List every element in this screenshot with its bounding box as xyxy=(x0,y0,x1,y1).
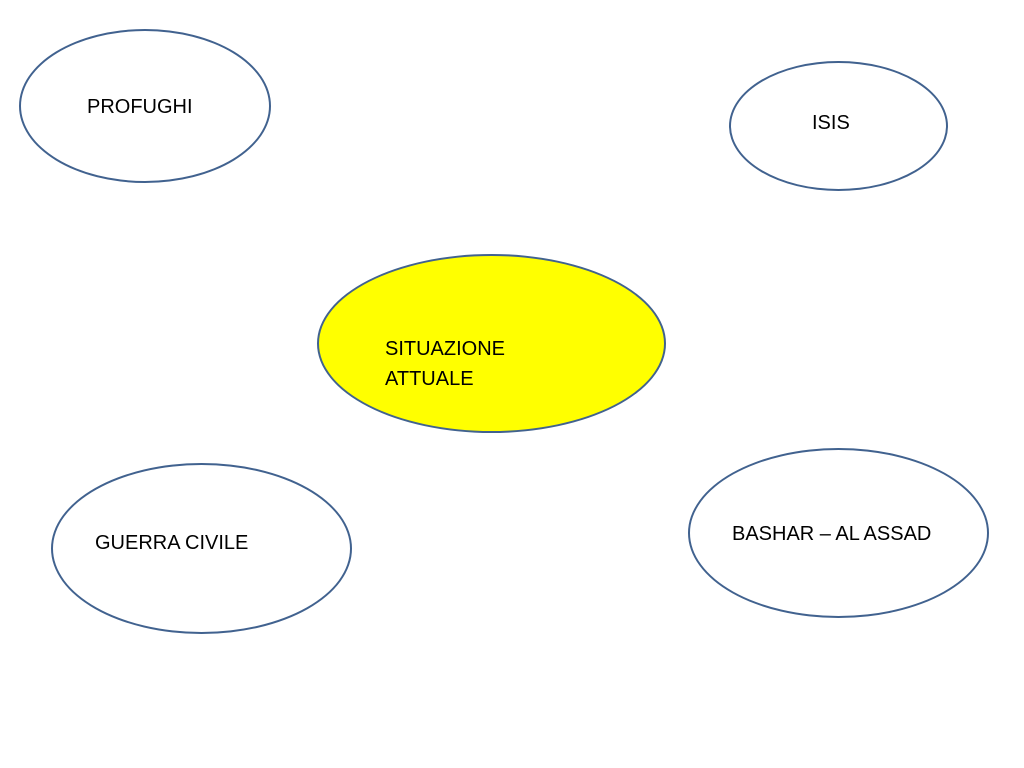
node-profughi-label: PROFUGHI xyxy=(87,96,193,118)
node-center-line1: SITUAZIONE xyxy=(385,338,506,360)
node-bashar-label: BASHAR – AL ASSAD xyxy=(732,523,932,545)
node-bashar-al-assad xyxy=(688,448,989,618)
node-guerra-civile-label: GUERRA CIVILE xyxy=(95,532,249,554)
node-isis xyxy=(729,61,948,191)
node-situazione-attuale xyxy=(317,254,666,433)
node-isis-label: ISIS xyxy=(812,112,850,134)
node-center-line2: ATTUALE xyxy=(385,368,474,390)
node-profughi xyxy=(19,29,271,183)
node-guerra-civile xyxy=(51,463,352,634)
